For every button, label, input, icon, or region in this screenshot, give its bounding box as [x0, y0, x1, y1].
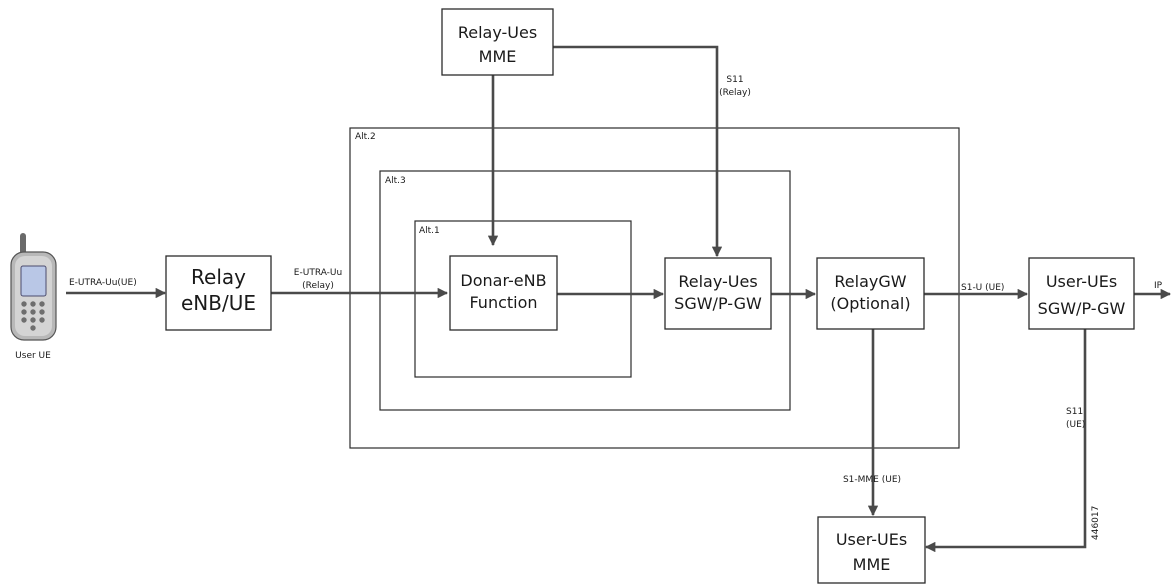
relay-enb-label-line2: eNB/UE — [181, 291, 256, 315]
user-ues-mme-label-line2: MME — [853, 555, 891, 574]
label-eutra-uu-relay-line2: (Relay) — [302, 281, 334, 291]
user-ue: User UE — [10, 233, 57, 361]
donar-enb-label-line1: Donar-eNB — [460, 271, 546, 290]
label-s11-ue-line2: (UE) — [1066, 420, 1085, 430]
node-user-ues-mme: User-UEs MME — [817, 516, 926, 584]
link-labels: E-UTRA-Uu(UE) E-UTRA-Uu (Relay) S11 (Rel… — [69, 75, 1163, 540]
region-alt3-label: Alt.3 — [385, 176, 406, 186]
link-relay-mme-to-relay-sgw — [553, 45, 723, 258]
user-ues-sgw-label-line1: User-UEs — [1046, 272, 1117, 291]
label-s1u-ue: S1-U (UE) — [961, 283, 1004, 293]
user-ue-label: User UE — [15, 351, 51, 361]
user-ues-mme-label-line1: User-UEs — [836, 530, 907, 549]
link-user-sgw-to-user-mme — [924, 329, 1087, 553]
node-user-ues-sgw: User-UEs SGW/P-GW — [1028, 257, 1135, 330]
region-alt2: Alt.2 — [349, 127, 960, 449]
relay-ues-mme-label-line1: Relay-Ues — [458, 23, 537, 42]
region-alt2-label: Alt.2 — [355, 132, 376, 142]
label-s11-ue-line1: S11 — [1066, 407, 1083, 417]
label-ip: IP — [1154, 281, 1163, 291]
label-eutra-uu-ue: E-UTRA-Uu(UE) — [69, 278, 137, 288]
node-relay-ues-mme: Relay-Ues MME — [441, 8, 554, 76]
node-donar-enb: Donar-eNB Function — [449, 255, 558, 331]
phone-icon — [10, 233, 57, 341]
region-alt1: Alt.1 — [414, 220, 632, 378]
user-ues-sgw-label-line2: SGW/P-GW — [1038, 299, 1126, 318]
relay-ues-sgw-label-line1: Relay-Ues — [678, 272, 757, 291]
region-alt1-label: Alt.1 — [419, 226, 440, 236]
node-relay-gw: RelayGW (Optional) — [816, 257, 925, 330]
label-s11-relay-line2: (Relay) — [719, 88, 751, 98]
relay-ues-mme-label-line2: MME — [479, 47, 517, 66]
node-relay-ues-sgw: Relay-Ues SGW/P-GW — [664, 257, 772, 330]
node-relay-enb: Relay eNB/UE — [165, 255, 272, 331]
relay-ues-sgw-label-line2: SGW/P-GW — [674, 294, 762, 313]
relay-gw-label-line1: RelayGW — [834, 272, 906, 291]
connections — [66, 45, 1172, 553]
donar-enb-label-line2: Function — [469, 293, 537, 312]
figure-id: 446017 — [1091, 506, 1101, 540]
relay-enb-label-line1: Relay — [191, 265, 246, 289]
label-s1mme-ue: S1-MME (UE) — [843, 475, 901, 485]
relay-gw-label-line2: (Optional) — [830, 294, 910, 313]
region-alt3: Alt.3 — [379, 170, 791, 411]
label-eutra-uu-relay-line1: E-UTRA-Uu — [294, 268, 342, 278]
label-s11-relay-line1: S11 — [726, 75, 743, 85]
